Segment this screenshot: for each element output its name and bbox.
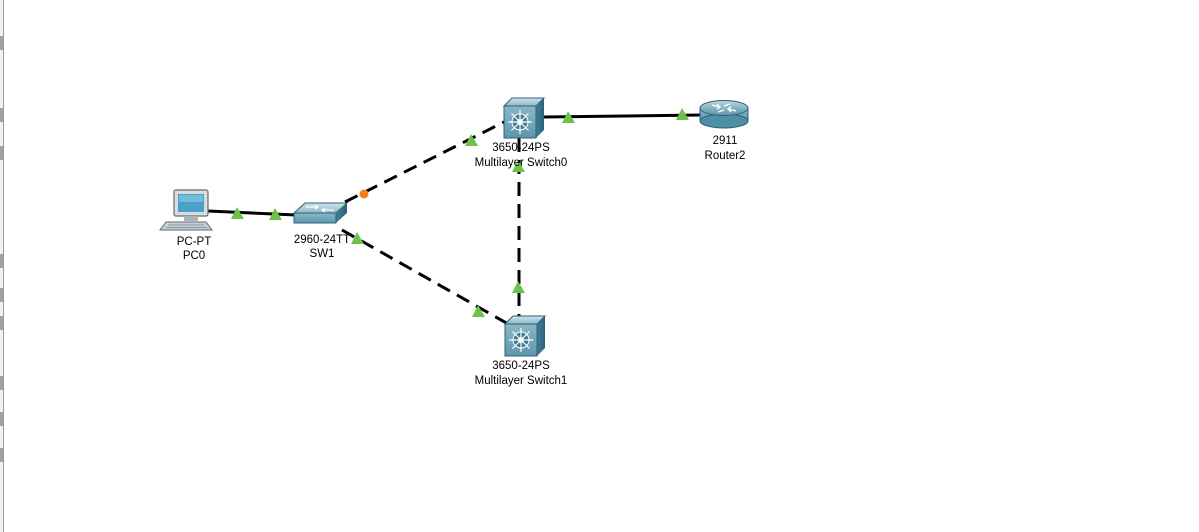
link-light-blocking [359, 189, 369, 199]
link-light-up [472, 305, 485, 317]
link-pc0-sw1[interactable] [207, 209, 297, 217]
edge-marker [0, 146, 3, 160]
device-msw0[interactable]: 3650-24PS Multilayer Switch0 [475, 97, 568, 169]
link-light-up [512, 281, 525, 293]
device-pc0[interactable]: PC-PT PC0 [159, 189, 213, 262]
link-light-up [465, 134, 478, 146]
device-model-label: 2911 [713, 135, 738, 147]
link-light-up [562, 111, 575, 123]
link-light-up [231, 207, 244, 219]
device-model-label: 3650-24PS [492, 360, 550, 372]
edge-marker [0, 412, 3, 426]
device-name-label: SW1 [310, 248, 335, 260]
switch-icon [292, 202, 349, 224]
link-sw1-msw1[interactable] [341, 228, 511, 327]
device-msw1[interactable]: 3650-24PS Multilayer Switch1 [475, 315, 568, 387]
edge-marker [0, 36, 3, 50]
edge-marker [0, 254, 3, 268]
pc-icon [159, 189, 213, 231]
device-name-label: PC0 [183, 250, 205, 262]
device-sw1[interactable]: 2960-24TT SW1 [292, 202, 350, 260]
link-light-up [512, 160, 525, 172]
device-model-label: 3650-24PS [492, 142, 550, 154]
edge-marker [0, 376, 3, 390]
multilayer-switch-icon [502, 97, 546, 139]
link-sw1-msw0[interactable] [344, 120, 505, 204]
router-icon [699, 100, 749, 129]
multilayer-switch-icon [503, 315, 547, 357]
link-light-up [676, 108, 689, 120]
edge-marker [0, 316, 3, 330]
device-name-label: Multilayer Switch1 [475, 375, 568, 387]
device-name-label: Multilayer Switch0 [475, 157, 568, 169]
edge-marker [0, 448, 3, 462]
device-model-label: PC-PT [177, 236, 212, 248]
window-left-edge [0, 0, 4, 532]
device-router2[interactable]: 2911 Router2 [699, 100, 749, 163]
link-light-up [351, 232, 364, 244]
edge-marker [0, 288, 3, 302]
device-model-label: 2960-24TT [294, 234, 350, 246]
edge-marker [0, 108, 3, 122]
link-light-up [269, 208, 282, 220]
device-name-label: Router2 [705, 150, 746, 162]
